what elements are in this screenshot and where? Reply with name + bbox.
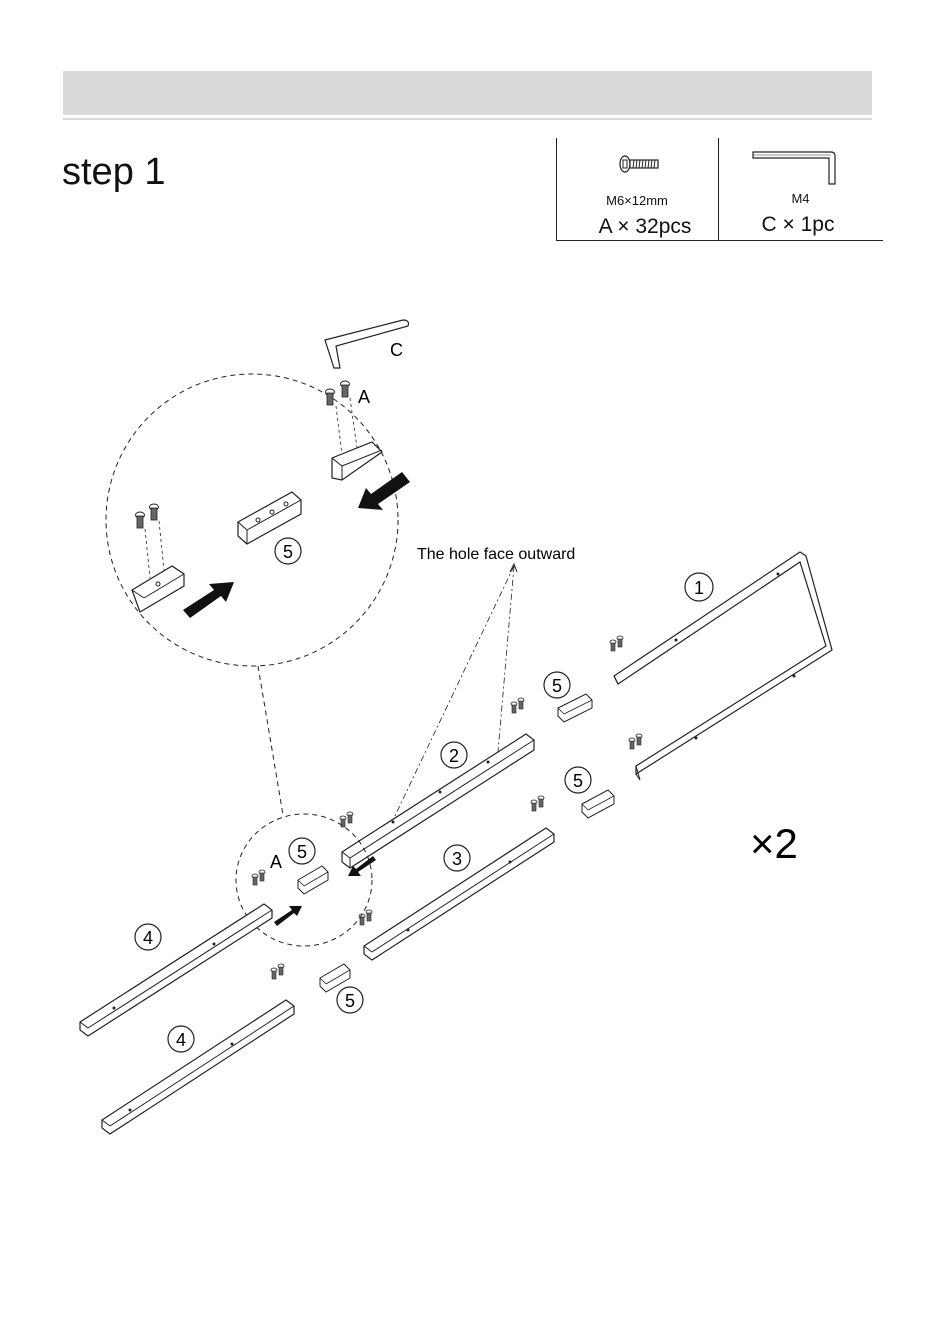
connector-detail [238,492,301,544]
arrow-detail-lower [183,582,234,618]
quantity-multiplier: ×2 [750,820,798,867]
callout-5-detail: 5 [283,542,293,562]
callout-a-small: A [270,852,282,872]
callout-5a: 5 [552,676,562,696]
callout-3: 3 [452,849,462,869]
callout-5b: 5 [573,771,583,791]
arrow-small-left [274,906,302,926]
detail-bolts-top [326,381,358,455]
part-2-tube [342,734,534,868]
connector-5b [582,790,614,818]
callout-4-upper: 4 [143,928,153,948]
callout-1: 1 [694,578,704,598]
connector-small-detail [298,866,328,894]
detail-bolts-left [136,504,165,578]
part-4-lower-tube [102,1000,294,1134]
callout-c: C [390,340,403,360]
part-4-upper-tube [80,904,272,1036]
connector-5a [558,694,592,722]
callout-5c: 5 [345,991,355,1011]
callout-a-detail: A [358,387,370,407]
callout-4-lower: 4 [176,1030,186,1050]
arrow-detail-upper [358,472,410,510]
callout-5-small: 5 [297,842,307,862]
part-1-frame [614,552,832,780]
note-hole-face: The hole face outward [417,546,575,563]
callout-2: 2 [449,746,459,766]
